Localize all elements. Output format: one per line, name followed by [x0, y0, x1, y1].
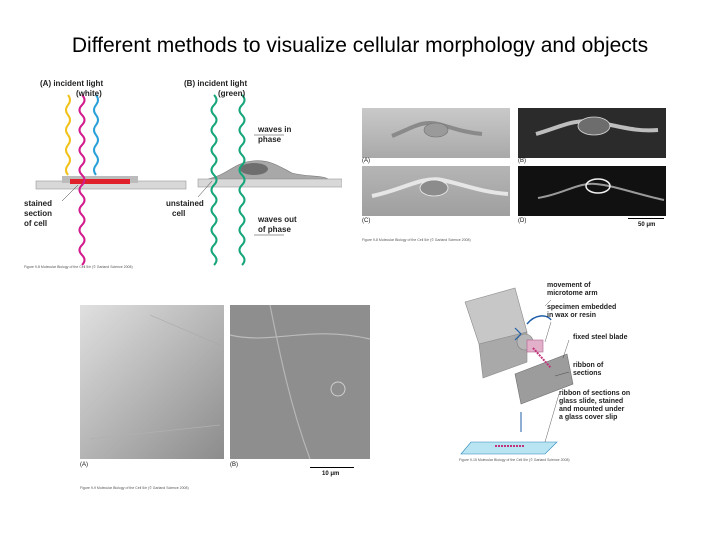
label-of-cell: of cell [24, 219, 48, 228]
panel-label-a: (A) [80, 462, 88, 468]
micrograph-c [362, 166, 510, 216]
label-movement-of: movement of [547, 282, 591, 289]
label-glass-slide-stained: glass slide, stained [559, 398, 624, 405]
label-sections: sections [573, 370, 602, 377]
label-phase: phase [258, 135, 282, 144]
micrograph-b [230, 305, 370, 459]
label-specimen-embedded: specimen embedded [547, 304, 617, 311]
contrast-micrograph-figure: (A) (B) 10 μm Figure 9-9 Molecular Biolo… [78, 305, 378, 495]
panel-label-b: (B) [518, 158, 526, 164]
micrograph-b [518, 108, 666, 158]
label-ribbon-of: ribbon of [573, 362, 604, 369]
light-wave-figure: (A) incident light (white) (B) incident … [22, 75, 342, 275]
label-wax-or-resin: in wax or resin [547, 312, 597, 319]
micrograph-d [518, 166, 666, 216]
light-wave-diagram [35, 94, 342, 266]
micrograph-a [362, 108, 510, 158]
cell-micrograph-figure: (A) (B) (C) (D) 50 μm Figure 9-8 Molecul… [360, 108, 680, 248]
label-mounted-under: and mounted under [559, 406, 625, 413]
scale-bar [310, 467, 354, 468]
panel-label-b: (B) [230, 462, 238, 468]
label-b-incident-light: (B) incident light [184, 79, 248, 88]
label-glass-cover-slip: a glass cover slip [559, 414, 618, 421]
microtome-figure: movement of microtome arm specimen embed… [455, 282, 650, 467]
label-waves-out: waves out [258, 215, 297, 224]
scale-bar [628, 218, 664, 219]
label-fixed-steel-blade: fixed steel blade [573, 334, 628, 341]
label-stained: stained [24, 199, 53, 208]
microtome-diagram [460, 287, 574, 455]
label-b-green: (green) [218, 89, 246, 98]
panel-label-d: (D) [518, 218, 527, 224]
label-a-incident-light: (A) incident light [40, 79, 104, 88]
slide-title: Different methods to visualize cellular … [71, 34, 649, 57]
label-a-white: (white) [76, 89, 102, 98]
label-ribbon-on-slide: ribbon of sections on [559, 390, 631, 397]
figure-caption: Figure 9-8 Molecular Biology of the Cell… [24, 265, 133, 269]
figure-caption: Figure 9-9 Molecular Biology of the Cell… [80, 486, 189, 490]
label-of-phase: of phase [258, 225, 291, 234]
scale-label: 50 μm [638, 222, 656, 228]
label-microtome-arm: microtome arm [547, 290, 598, 297]
label-waves-in: waves in [258, 125, 292, 134]
label-unstained: unstained [166, 199, 204, 208]
label-section: section [24, 209, 53, 218]
figure-caption: Figure 9-15 Molecular Biology of the Cel… [459, 458, 570, 462]
panel-label-c: (C) [362, 218, 371, 224]
label-cell: cell [172, 209, 186, 218]
scale-label: 10 μm [322, 471, 340, 477]
figure-caption: Figure 9-8 Molecular Biology of the Cell… [362, 238, 471, 242]
panel-label-a: (A) [362, 158, 370, 164]
micrograph-a [80, 305, 224, 459]
